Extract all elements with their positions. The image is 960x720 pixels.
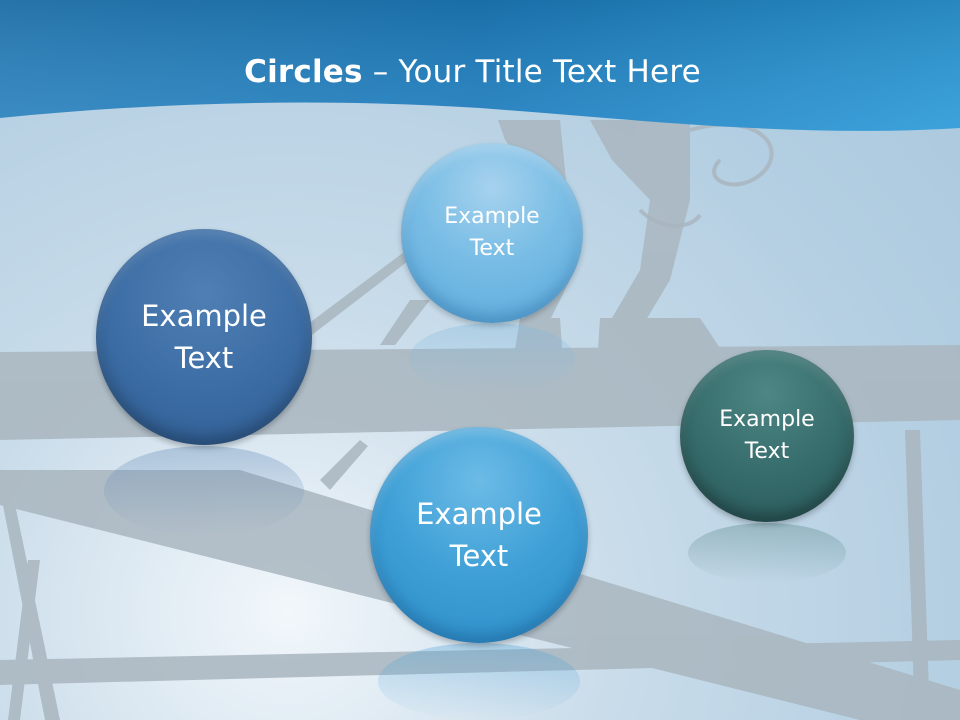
circle-teal[interactable]: Example Text [680, 350, 854, 522]
circle-reflection [378, 643, 580, 720]
circle-label: Example Text [444, 204, 540, 261]
circle-label: Example Text [141, 298, 267, 375]
circle-label: Example Text [416, 496, 542, 573]
title-bold: Circles [244, 54, 363, 90]
circle-dark-blue[interactable]: Example Text [96, 229, 312, 445]
page-title: Circles – Your Title Text Here [0, 54, 945, 90]
circle-light-blue[interactable]: Example Text [401, 143, 583, 323]
circle-label: Example Text [719, 407, 815, 464]
circle-medium-blue[interactable]: Example Text [370, 427, 588, 643]
circle-reflection [688, 523, 846, 583]
circle-reflection [409, 323, 575, 395]
header-banner [0, 0, 960, 131]
title-rest: – Your Title Text Here [362, 54, 701, 90]
circle-reflection [104, 446, 304, 536]
